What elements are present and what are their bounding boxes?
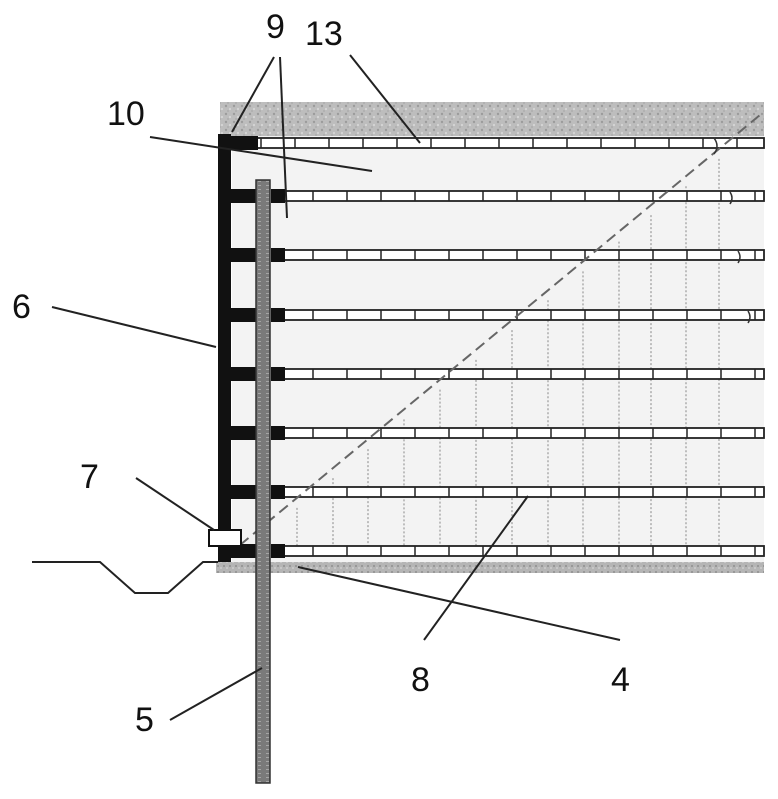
anchor-plate [271, 426, 285, 440]
anchor-plate [271, 189, 285, 203]
geogrid-layer [282, 190, 765, 202]
anchor-hooks [713, 137, 751, 324]
leader-line-4 [297, 566, 621, 641]
label-9: 9 [266, 8, 285, 46]
geogrid-layer [282, 486, 765, 498]
leader-line-10 [149, 136, 373, 172]
frame-rib [218, 248, 258, 262]
leader-line-8 [423, 495, 529, 641]
label-10: 10 [107, 95, 145, 133]
leader-lines [51, 54, 621, 721]
base-soil-band [216, 562, 764, 573]
geogrid-layer [282, 368, 765, 380]
frame-rib [218, 189, 258, 203]
label-8: 8 [411, 661, 430, 699]
frame-rib [218, 544, 258, 558]
geogrid-layer [230, 137, 765, 149]
frame-rib [218, 485, 258, 499]
ground-profile-line [32, 561, 218, 594]
leader-line-5 [169, 667, 263, 721]
label-5: 5 [135, 701, 154, 739]
facing-frame-column [218, 134, 231, 562]
frame-rib [218, 426, 258, 440]
label-6: 6 [12, 288, 31, 326]
anchor-plate [271, 544, 285, 558]
label-13: 13 [305, 15, 343, 53]
leader-line-6 [51, 306, 217, 348]
leader-line-9b [279, 56, 288, 219]
leader-line-7 [135, 477, 215, 531]
leader-line-9a [231, 56, 275, 133]
anchor-plate [271, 367, 285, 381]
anchor-plate [271, 248, 285, 262]
label-4: 4 [611, 661, 630, 699]
frame-rib [218, 136, 258, 150]
anchor-plate [271, 485, 285, 499]
frame-rib [218, 367, 258, 381]
dashed-slip-line [239, 114, 761, 546]
geogrid-layer [282, 249, 765, 261]
pile [255, 179, 271, 784]
anchor-plate [271, 308, 285, 322]
geogrid-layer [282, 545, 765, 557]
geogrid-layer [282, 427, 765, 439]
top-soil-layer [220, 102, 764, 136]
leader-line-13 [349, 54, 421, 144]
facing-frame-ribs [218, 136, 285, 558]
connector-block [208, 529, 242, 547]
label-7: 7 [80, 458, 99, 496]
frame-rib [218, 308, 258, 322]
